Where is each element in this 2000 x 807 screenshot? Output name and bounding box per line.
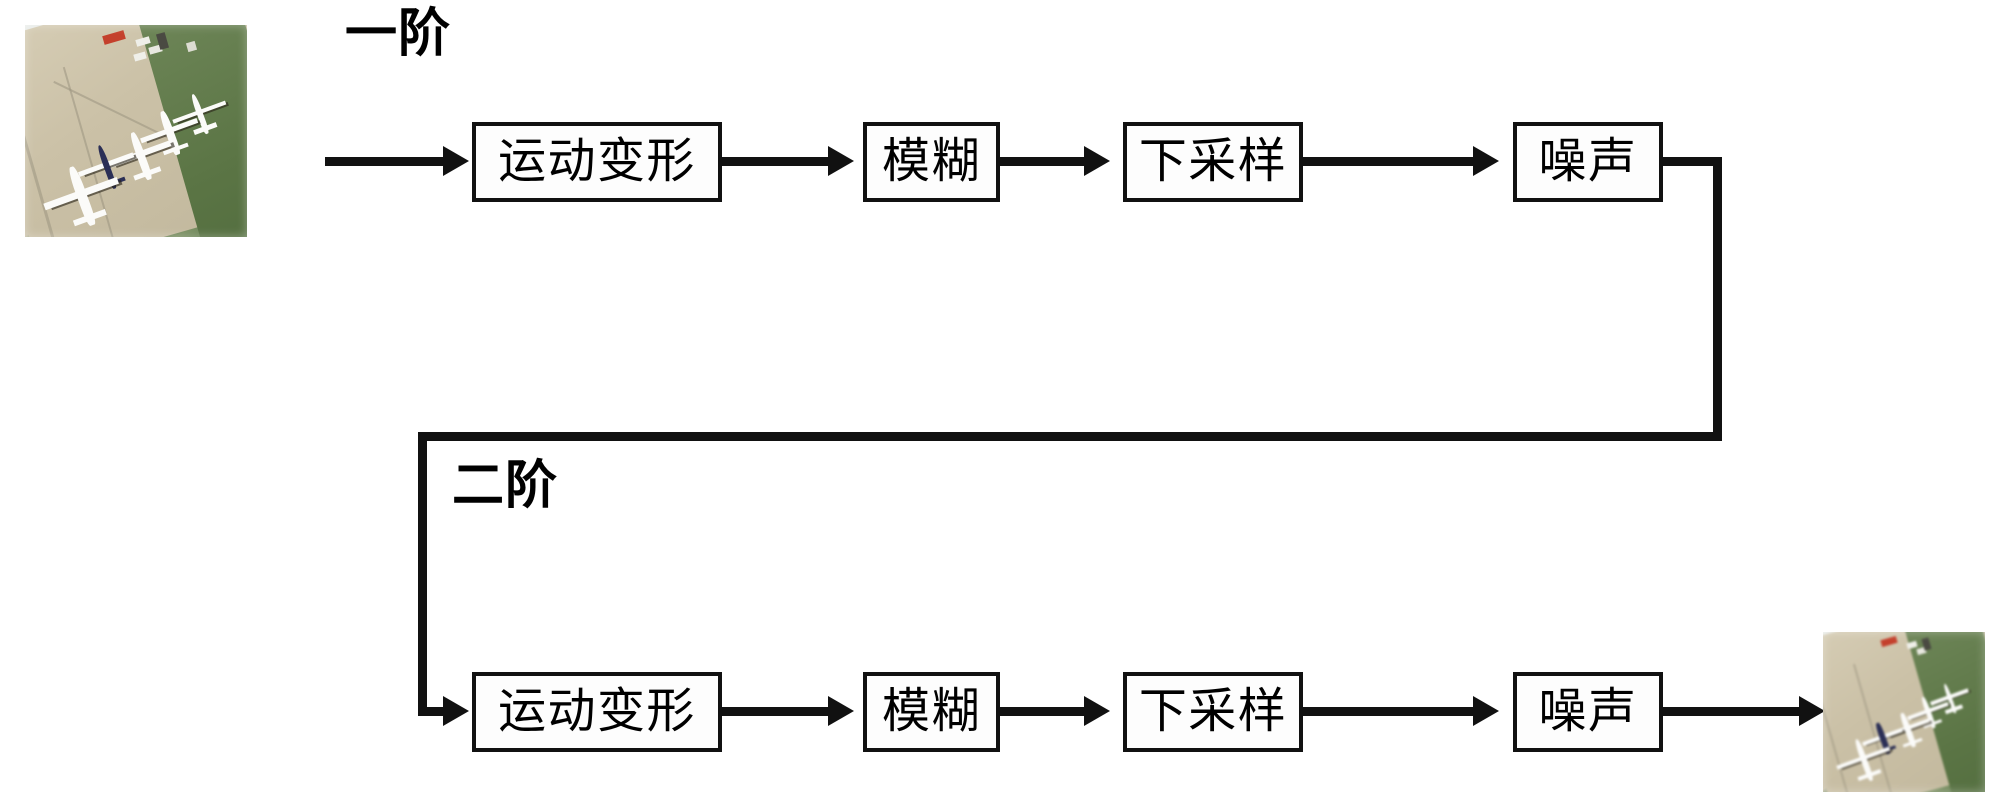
arrow-s2-step3-to-step4-line	[1303, 707, 1477, 716]
stage2-step-motion-deformation[interactable]: 运动变形	[472, 672, 722, 752]
arrow-s2-step3-to-step4-head	[1473, 696, 1499, 726]
stage1-step-motion-deformation[interactable]: 运动变形	[472, 122, 722, 202]
stage2-step-noise-label: 噪声	[1538, 685, 1638, 738]
stage2-step-blur-label: 模糊	[882, 685, 981, 738]
stage2-step-downsample-label: 下采样	[1138, 685, 1288, 738]
input-image	[25, 25, 247, 237]
feedback-top-segment	[1663, 157, 1722, 166]
arrow-s1-step3-to-step4-line	[1303, 157, 1477, 166]
stage2-step-blur[interactable]: 模糊	[863, 672, 1000, 752]
arrow-input-to-s1-step1-head	[443, 146, 469, 176]
arrow-s2-step1-to-step2-line	[722, 707, 832, 716]
feedback-horizontal	[418, 432, 1722, 441]
stage2-step-downsample[interactable]: 下采样	[1123, 672, 1303, 752]
arrow-input-to-s1-step1-line	[325, 157, 447, 166]
stage1-step-downsample-label: 下采样	[1138, 135, 1288, 188]
arrow-s1-step2-to-step3-line	[1000, 157, 1088, 166]
stage-1-title: 一阶	[345, 5, 452, 63]
output-image	[1823, 632, 1985, 792]
arrow-s2-step2-to-step3-line	[1000, 707, 1088, 716]
stage1-step-blur-label: 模糊	[882, 135, 981, 188]
arrow-s1-step1-to-step2-head	[828, 146, 854, 176]
stage1-step-noise[interactable]: 噪声	[1513, 122, 1663, 202]
arrow-s1-step3-to-step4-head	[1473, 146, 1499, 176]
stage1-step-noise-label: 噪声	[1538, 135, 1638, 188]
feedback-enter-segment	[418, 707, 448, 716]
stage1-step-blur[interactable]: 模糊	[863, 122, 1000, 202]
stage1-step-downsample[interactable]: 下采样	[1123, 122, 1303, 202]
stage2-step-noise[interactable]: 噪声	[1513, 672, 1663, 752]
stage1-step-motion-deformation-label: 运动变形	[498, 135, 696, 188]
arrow-s2-step1-to-step2-head	[828, 696, 854, 726]
arrow-s1-step2-to-step3-head	[1084, 146, 1110, 176]
feedback-arrow-head	[443, 696, 469, 726]
arrow-s2-step4-to-output-line	[1663, 707, 1803, 716]
stage-2-title: 二阶	[452, 457, 559, 515]
feedback-right-vertical	[1713, 157, 1722, 441]
stage2-step-motion-deformation-label: 运动变形	[498, 685, 696, 738]
arrow-s2-step2-to-step3-head	[1084, 696, 1110, 726]
feedback-left-vertical	[418, 432, 427, 712]
arrow-s1-step1-to-step2-line	[722, 157, 832, 166]
arrow-s2-step4-to-output-head	[1799, 696, 1825, 726]
